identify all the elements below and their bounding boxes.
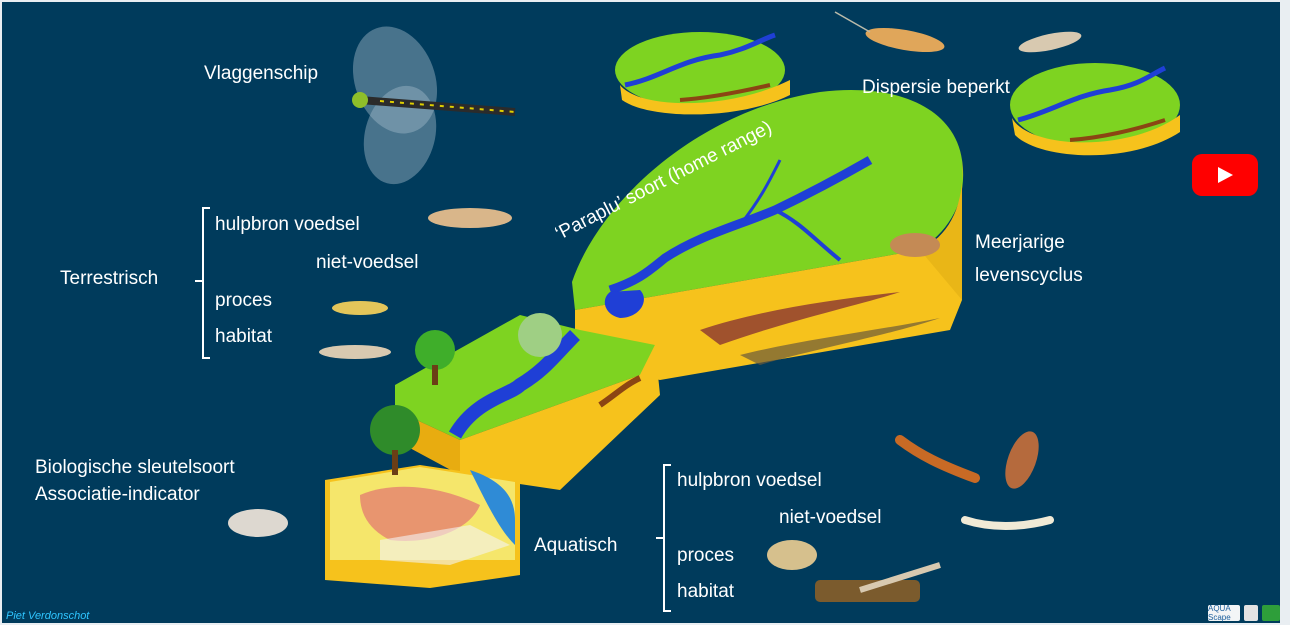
aquatic-item-nonfood: niet-voedsel: [779, 507, 881, 529]
dragonfly-illustration: [339, 15, 515, 193]
dispersal-island-right: [1010, 63, 1180, 155]
terrestrial-item-process: proces: [215, 290, 272, 312]
aquatic-item-food: hulpbron voedsel: [677, 470, 822, 492]
university-logo: [1244, 605, 1258, 621]
insect-aquatic-log: [815, 565, 940, 602]
play-icon: [1218, 167, 1233, 183]
dispersal-label: Dispersie beperkt: [862, 77, 1010, 99]
insect-caddisfly-top: [835, 12, 946, 57]
aquatic-brace: [663, 464, 671, 612]
insect-isopod: [228, 509, 288, 537]
insect-aquatic-larva-2: [999, 427, 1046, 493]
insect-larva-meerjarig: [890, 233, 940, 257]
insect-aquatic-case: [767, 540, 817, 570]
aquatic-brace-tick: [656, 537, 663, 539]
aquascape-logo: AQUA Scape: [1208, 605, 1240, 621]
association-label: Associatie-indicator: [35, 484, 200, 506]
terrestrial-item-nonfood: niet-voedsel: [316, 252, 418, 274]
aquatic-item-habitat: habitat: [677, 581, 734, 603]
partner-logos: AQUA Scape: [1208, 604, 1280, 622]
youtube-play-button[interactable]: [1192, 154, 1258, 196]
keystone-label: Biologische sleutelsoort: [35, 457, 235, 479]
terrestrial-item-habitat: habitat: [215, 326, 272, 348]
wur-logo: [1262, 605, 1280, 621]
insect-moth-top-right: [1017, 28, 1083, 57]
dispersal-island-left: [615, 32, 790, 114]
insect-caddisfly-terr-3: [319, 345, 391, 359]
insect-caddisfly-terr-2: [332, 301, 388, 315]
terrestrial-brace-tick: [195, 280, 202, 282]
aquatic-title: Aquatisch: [534, 535, 617, 557]
insect-aquatic-worm: [965, 520, 1050, 526]
author-credit: Piet Verdonschot: [6, 610, 89, 622]
insect-caddisfly-terr-1: [428, 208, 512, 228]
aquatic-item-process: proces: [677, 545, 734, 567]
landscape-block-middle: [395, 313, 660, 490]
insect-aquatic-larva-1: [900, 440, 975, 478]
terrestrial-title: Terrestrisch: [60, 268, 158, 290]
flagship-label: Vlaggenschip: [204, 63, 318, 85]
terrestrial-brace: [202, 207, 210, 359]
multiyear-label-line-2: levenscyclus: [975, 265, 1083, 287]
terrestrial-item-food: hulpbron voedsel: [215, 214, 360, 236]
multiyear-label-line-1: Meerjarige: [975, 232, 1065, 254]
